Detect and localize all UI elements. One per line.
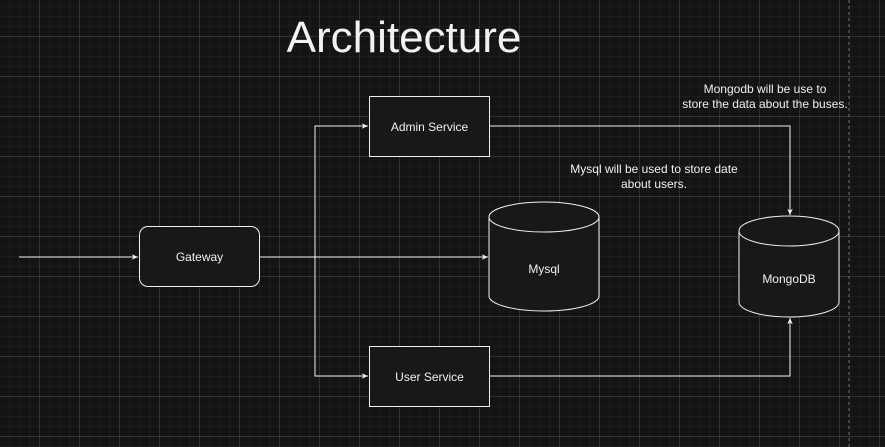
user-service-to-mongodb-arrow bbox=[490, 318, 793, 377]
mongodb-note-line-2: store the data about the buses. bbox=[682, 97, 848, 111]
gateway-node[interactable]: Gateway bbox=[139, 226, 260, 287]
mysql-node-label[interactable]: Mysql bbox=[528, 262, 560, 276]
mysql-note: Mysql will be used to store date about u… bbox=[559, 162, 749, 192]
mongodb-note-line-1: Mongodb will be use to bbox=[703, 82, 827, 96]
gateway-to-user-service-arrow bbox=[314, 257, 368, 379]
mysql-note-line-2: about users. bbox=[620, 177, 688, 191]
mongodb-node-label[interactable]: MongoDB bbox=[762, 272, 816, 286]
mysql-note-line-1: Mysql will be used to store date bbox=[570, 162, 738, 176]
gateway-to-admin-service-arrow bbox=[314, 123, 368, 257]
mongodb-database-shape bbox=[738, 215, 840, 318]
admin-service-node[interactable]: Admin Service bbox=[369, 96, 490, 157]
user-service-node-label: User Service bbox=[395, 369, 464, 384]
mongodb-note: Mongodb will be use to store the data ab… bbox=[668, 82, 862, 112]
gateway-node-label: Gateway bbox=[175, 249, 224, 264]
mysql-database-shape bbox=[488, 201, 600, 312]
user-service-node[interactable]: User Service bbox=[369, 346, 490, 407]
diagram-title: Architecture bbox=[286, 13, 522, 62]
admin-service-node-label: Admin Service bbox=[390, 119, 469, 134]
admin-service-to-mongodb-arrow bbox=[490, 125, 793, 215]
